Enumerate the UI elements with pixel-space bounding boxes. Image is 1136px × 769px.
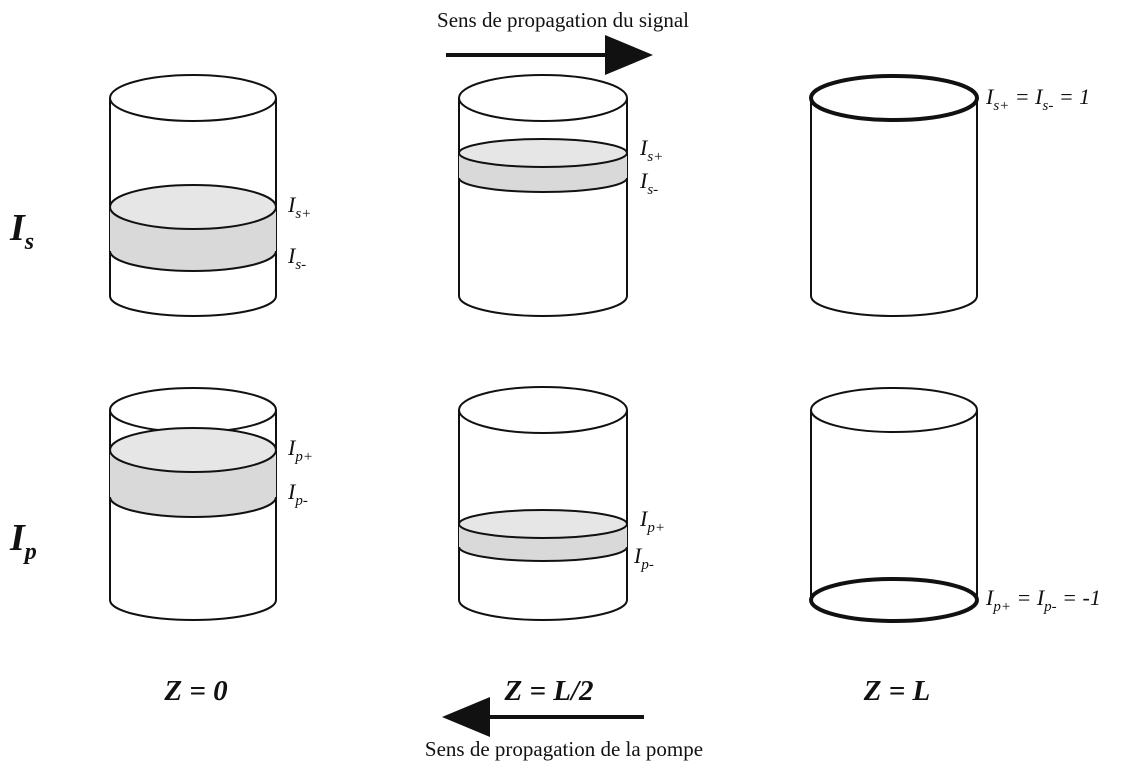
pump-band-zhalf bbox=[459, 524, 627, 561]
cylinder-pump-zhalf bbox=[458, 386, 628, 621]
cylinder-pump-z0 bbox=[109, 387, 277, 621]
column-label-zhalf: Z = L/2 bbox=[503, 675, 593, 707]
pump-band-z0 bbox=[110, 450, 276, 517]
cylinder-signal-zL bbox=[809, 74, 979, 317]
cylinder-signal-z0 bbox=[109, 74, 277, 317]
row-label-signal: Is bbox=[9, 207, 34, 255]
cylinder-pump-zL bbox=[809, 387, 979, 623]
label-ip-plus-z0: Ip+ bbox=[287, 435, 313, 465]
label-is-minus-z0: Is- bbox=[287, 243, 306, 273]
label-ip-minus-z0: Ip- bbox=[287, 479, 308, 509]
column-label-zL: Z = L bbox=[863, 675, 930, 707]
row-label-pump: Ip bbox=[9, 517, 37, 565]
signal-band-z0 bbox=[110, 207, 276, 271]
label-ip-minus-zhalf: Ip- bbox=[633, 543, 654, 573]
label-signal-equality-zL: Is+ = Is- = 1 bbox=[985, 84, 1090, 114]
label-pump-equality-zL: Ip+ = Ip- = -1 bbox=[985, 585, 1101, 615]
label-is-minus-zhalf: Is- bbox=[639, 168, 658, 198]
signal-band-zhalf bbox=[459, 153, 627, 192]
pump-direction-caption: Sens de propagation de la pompe bbox=[425, 737, 703, 761]
signal-direction-caption: Sens de propagation du signal bbox=[437, 8, 689, 32]
label-ip-plus-zhalf: Ip+ bbox=[639, 506, 665, 536]
label-is-plus-z0: Is+ bbox=[287, 192, 311, 222]
cylinder-signal-zhalf bbox=[458, 74, 628, 317]
column-label-z0: Z = 0 bbox=[163, 675, 227, 707]
label-is-plus-zhalf: Is+ bbox=[639, 135, 663, 165]
